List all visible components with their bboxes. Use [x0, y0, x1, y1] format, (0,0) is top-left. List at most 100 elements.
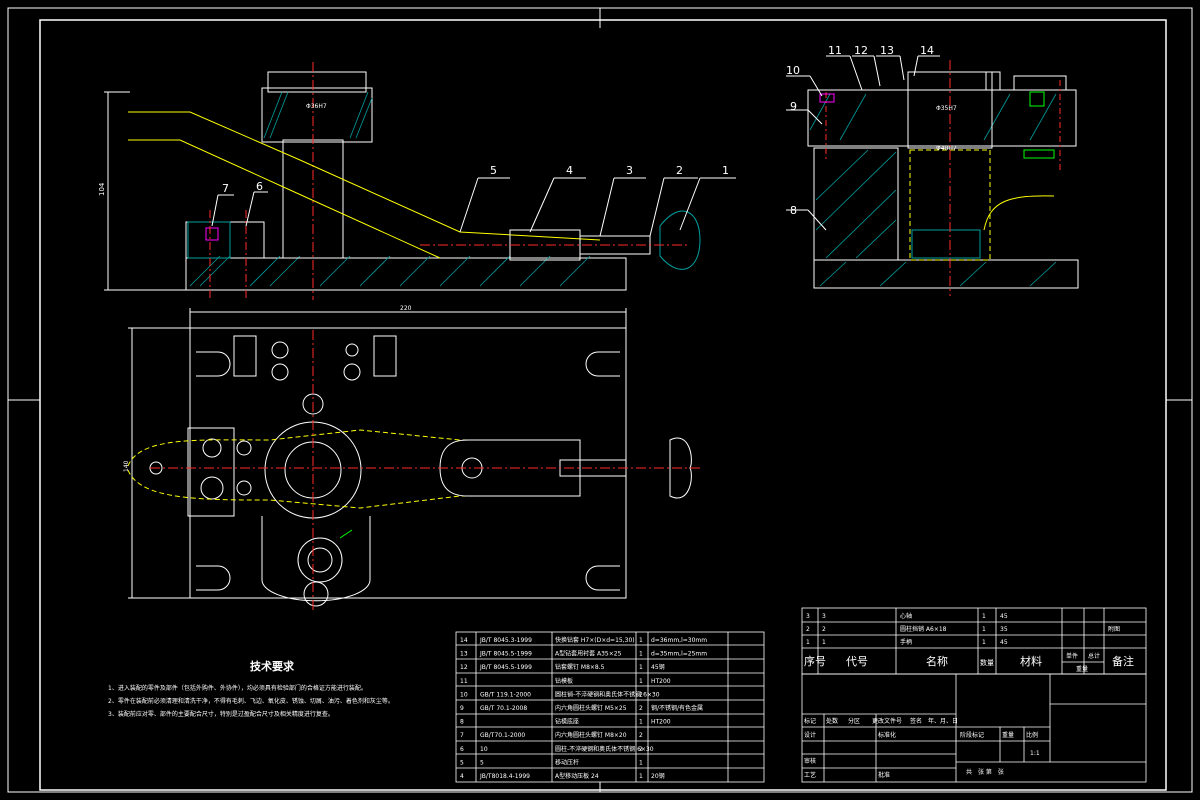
tech-req-item-3: 3、装配前应对零、部件的主要配合尺寸，特别是过盈配合尺寸及相关精度进行复查。 — [108, 710, 334, 718]
side-bore-dim: Φ35H7 — [936, 105, 957, 112]
bom-top-no: 2 — [806, 626, 810, 633]
bom-name: A型钻套用衬套 A35×25 — [555, 650, 622, 658]
bom-no: 5 — [460, 759, 464, 766]
title-design: 设计 — [804, 731, 816, 739]
front-view — [104, 62, 701, 300]
title-count: 处数 — [826, 717, 838, 725]
bom-qty: 2 — [639, 732, 643, 739]
bom-qty: 1 — [639, 759, 643, 766]
bom-code: 5 — [480, 759, 484, 766]
balloon-3: 3 — [626, 164, 633, 177]
title-stage: 阶段标记 — [960, 731, 984, 739]
bom-code: JB/T 8045.5-1999 — [479, 651, 532, 658]
title-check: 审核 — [804, 757, 816, 765]
balloon-6: 6 — [256, 180, 263, 193]
bom-no: 7 — [460, 732, 464, 739]
bom-top-qty: 1 — [982, 626, 986, 633]
bom-header-total: 总计 — [1088, 652, 1100, 660]
bom-qty: 1 — [639, 678, 643, 685]
bom-material: 钢/不锈钢/有色金属 — [651, 704, 703, 712]
bom-name: 内六角圆柱头螺钉 M5×25 — [555, 704, 627, 712]
bom-header-unit: 单件 — [1066, 652, 1078, 660]
side-view — [807, 60, 1079, 296]
plan-depth-dim: 140 — [123, 460, 130, 472]
title-process: 工艺 — [804, 771, 816, 779]
bom-header-weight: 重量 — [1076, 665, 1088, 673]
title-standard: 标准化 — [878, 731, 896, 739]
bom-name: A型移动压板 24 — [555, 772, 599, 780]
balloon-10: 10 — [786, 64, 800, 77]
bom-qty: 2 — [639, 705, 643, 712]
bom-name: 钻模板 — [555, 677, 573, 685]
bom-qty: 1 — [639, 651, 643, 658]
bom-code: JB/T 8045.5-1999 — [479, 664, 532, 671]
bom-material: HT200 — [651, 678, 671, 685]
balloon-5: 5 — [490, 164, 497, 177]
bom-top-qty: 1 — [982, 613, 986, 620]
bom-qty: 1 — [639, 773, 643, 780]
tech-req-item-1: 1、进入装配的零件及部件（包括外购件、外协件），均必须具有检验部门的合格证方能进… — [108, 684, 367, 692]
bom-top-name: 圆柱挡销 A6×18 — [900, 625, 947, 633]
balloon-11: 11 — [828, 44, 842, 57]
bom-grid — [455, 631, 765, 783]
title-change-doc: 更改文件号 — [872, 717, 902, 725]
bom-top-qty: 1 — [982, 639, 986, 646]
bom-top-no: 1 — [806, 639, 810, 646]
title-approve: 批准 — [878, 771, 890, 779]
bom-code: GB/T 70.1-2008 — [480, 705, 527, 712]
bom-header-name: 名称 — [926, 654, 948, 668]
bom-code: JB/T 8045.3-1999 — [479, 637, 532, 644]
balloon-13: 13 — [880, 44, 894, 57]
bom-no: 6 — [460, 746, 464, 753]
tech-req-item-2: 2、零件在装配前必须清理和清洗干净，不得有毛刺、飞边、氧化皮、锈蚀、切屑、油污、… — [108, 697, 394, 705]
title-zone: 分区 — [848, 717, 860, 725]
bom-code: 10 — [480, 746, 488, 753]
bom-qty: 1 — [639, 719, 643, 726]
title-mark: 标记 — [804, 717, 816, 725]
bom-top-material: 45 — [1000, 613, 1008, 620]
bom-material: 20钢 — [651, 772, 665, 780]
bom-top-code: 1 — [822, 639, 826, 646]
bom-material: d=36mm,l=30mm — [651, 637, 707, 644]
bom-no: 4 — [460, 773, 464, 780]
bom-material: d=35mm,l=25mm — [651, 651, 707, 658]
title-weight: 重量 — [1002, 731, 1014, 739]
bom-header-note: 备注 — [1112, 654, 1134, 668]
bom-header-code: 代号 — [846, 655, 868, 668]
balloon-8: 8 — [790, 204, 797, 217]
bom-qty: 1 — [639, 664, 643, 671]
title-scale-value: 1:1 — [1030, 750, 1040, 757]
balloon-4: 4 — [566, 164, 573, 177]
plan-view — [127, 308, 700, 610]
bom-qty: 2 — [639, 746, 643, 753]
front-balloons — [211, 177, 736, 237]
outer-frame — [7, 7, 1193, 793]
bom-name: 钻模底座 — [555, 718, 579, 726]
bom-name: 移动压杆 — [555, 758, 579, 766]
balloon-14: 14 — [920, 44, 934, 57]
bom-top-code: 3 — [822, 613, 826, 620]
bom-header-no: 序号 — [804, 654, 826, 668]
bom-name: 快换钻套 H7×(D×d=15,30) — [555, 636, 635, 644]
bom-no: 13 — [460, 651, 468, 658]
bom-material: HT200 — [651, 719, 671, 726]
bom-top-note: 附图 — [1108, 625, 1120, 633]
inner-frame — [39, 19, 1167, 791]
bom-code: JB/T8018.4-1999 — [479, 773, 530, 780]
bom-top-material: 35 — [1000, 626, 1008, 633]
bom-top-name: 手柄 — [900, 638, 912, 646]
bom-no: 9 — [460, 705, 464, 712]
title-scale: 比例 — [1026, 731, 1038, 739]
front-height-dim: 104 — [98, 182, 106, 196]
balloon-9: 9 — [790, 100, 797, 113]
bom-no: 11 — [460, 678, 468, 685]
bom-top-code: 2 — [822, 626, 826, 633]
bom-no: 10 — [460, 691, 468, 698]
balloon-1: 1 — [722, 164, 729, 177]
bom-header-material: 材料 — [1020, 654, 1042, 668]
title-sign: 签名 — [910, 717, 922, 725]
bom-top-no: 3 — [806, 613, 810, 620]
bom-code: GB/T70.1-2000 — [480, 732, 525, 739]
